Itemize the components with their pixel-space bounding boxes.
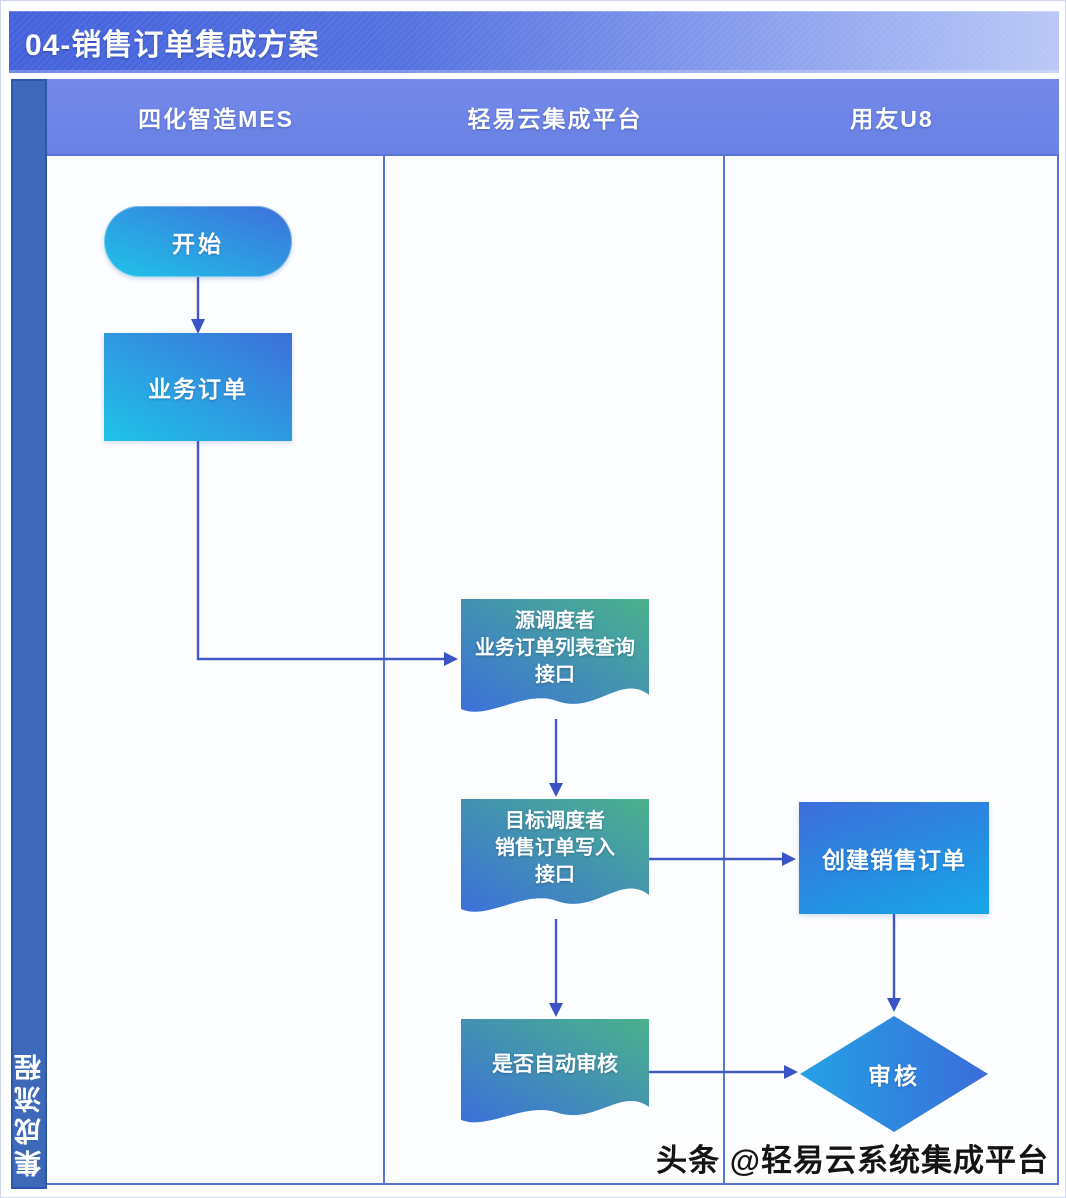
node-create-sales-order-label: 创建销售订单 xyxy=(822,847,966,873)
node-auto-review-check-label: 是否自动审核 xyxy=(461,1019,649,1078)
source-scheduler-line1: 源调度者 xyxy=(515,610,595,632)
target-scheduler-line2: 销售订单写入 xyxy=(495,837,615,859)
target-scheduler-line1: 目标调度者 xyxy=(505,810,605,832)
lane-header-yonyou-u8: 用友U8 xyxy=(850,105,934,132)
process-band: 集成流程 xyxy=(11,79,47,1189)
page-title: 04-销售订单集成方案 xyxy=(25,29,320,62)
title-bar: 04-销售订单集成方案 xyxy=(9,11,1059,73)
node-business-order: 业务订单 xyxy=(104,333,292,441)
source-scheduler-line3: 接口 xyxy=(535,664,575,686)
lane-header-band: 四化智造MES 轻易云集成平台 用友U8 xyxy=(47,79,1059,154)
lane-separator-1 xyxy=(383,156,385,1183)
lane-header-qingyiyun: 轻易云集成平台 xyxy=(467,105,643,132)
node-business-order-label: 业务订单 xyxy=(148,376,248,402)
node-review-decision: 审核 xyxy=(799,1015,989,1133)
auto-review-check-line1: 是否自动审核 xyxy=(492,1053,618,1076)
node-source-scheduler: 源调度者 业务订单列表查询 接口 xyxy=(461,599,649,719)
lane-header-mes: 四化智造MES xyxy=(138,105,294,132)
diamond-shape xyxy=(800,1016,988,1132)
node-start-label: 开始 xyxy=(172,230,224,257)
process-band-label: 集成流程 xyxy=(14,1049,45,1177)
target-scheduler-line3: 接口 xyxy=(535,864,575,886)
node-target-scheduler-label: 目标调度者 销售订单写入 接口 xyxy=(461,799,649,889)
node-auto-review-check: 是否自动审核 xyxy=(461,1019,649,1129)
lane-separator-2 xyxy=(723,156,725,1183)
node-target-scheduler: 目标调度者 销售订单写入 接口 xyxy=(461,799,649,919)
document-shape xyxy=(461,599,649,712)
node-source-scheduler-label: 源调度者 业务订单列表查询 接口 xyxy=(461,599,649,689)
document-shape xyxy=(461,799,649,912)
watermark: 头条 @轻易云系统集成平台 xyxy=(656,1143,1049,1178)
source-scheduler-line2: 业务订单列表查询 xyxy=(475,637,635,659)
node-create-sales-order: 创建销售订单 xyxy=(799,802,989,914)
node-review-label: 审核 xyxy=(868,1063,920,1089)
document-shape xyxy=(461,1019,649,1123)
node-start: 开始 xyxy=(104,206,292,277)
